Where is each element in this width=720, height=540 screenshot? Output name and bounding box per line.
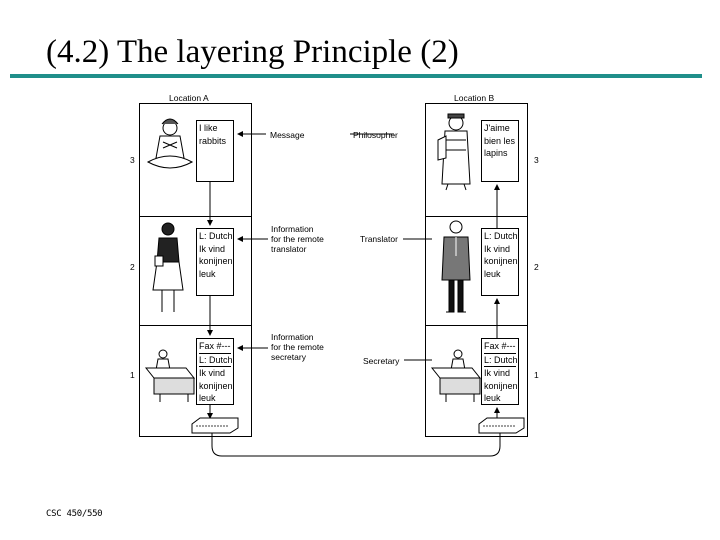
philosopher-icon-b xyxy=(437,113,471,191)
fax-header: Fax #--- xyxy=(199,340,231,354)
box-line: Ik vind xyxy=(199,243,226,254)
box-line: lapins xyxy=(484,148,508,158)
title-underline xyxy=(10,74,702,78)
info-for-secretary-label: Information for the remote secretary xyxy=(271,332,324,362)
label-line: secretary xyxy=(271,352,306,362)
message-box-b-layer3: J'aime bien les lapins xyxy=(481,120,519,182)
secretary-label: Secretary xyxy=(363,356,400,366)
box-line: leuk xyxy=(484,268,501,279)
philosopher-label: Philosopher xyxy=(353,130,398,140)
box-line: L: Dutch xyxy=(199,231,233,241)
info-for-translator-label: Information for the remote translator xyxy=(271,224,324,254)
message-box-a-layer1: Fax #--- L: Dutch Ik vind konijnen leuk xyxy=(196,338,234,405)
translator-icon-a xyxy=(152,222,184,312)
message-box-a-layer2: L: Dutch Ik vind konijnen leuk xyxy=(196,228,234,296)
box-line: leuk xyxy=(484,393,501,403)
layer-number-a-3: 3 xyxy=(130,155,135,165)
box-line: konijnen xyxy=(484,380,518,391)
layer-number-b-1: 1 xyxy=(534,370,539,380)
layer-number-a-1: 1 xyxy=(130,370,135,380)
box-line: Ik vind xyxy=(484,243,511,254)
language-header: L: Dutch xyxy=(484,354,518,367)
layer-number-b-2: 2 xyxy=(534,262,539,272)
box-line: J'aime xyxy=(484,123,510,133)
box-line: leuk xyxy=(199,268,216,279)
fax-header: Fax #--- xyxy=(484,340,516,354)
label-line: for the remote xyxy=(271,234,324,244)
physical-wire xyxy=(211,432,501,457)
message-box-b-layer1: Fax #--- L: Dutch Ik vind konijnen leuk xyxy=(481,338,519,405)
language-header: L: Dutch xyxy=(199,354,233,367)
location-a-label: Location A xyxy=(169,93,209,103)
layer-divider-a-2-1 xyxy=(139,325,251,326)
label-line: for the remote xyxy=(271,342,324,352)
layer-divider-b-3-2 xyxy=(425,216,527,217)
translator-label: Translator xyxy=(360,234,398,244)
layer-number-b-3: 3 xyxy=(534,155,539,165)
secretary-icon-a xyxy=(144,349,196,402)
label-line: translator xyxy=(271,244,307,254)
course-footer: CSC 450/550 xyxy=(46,509,103,519)
box-line: konijnen xyxy=(199,380,233,391)
translator-icon-b xyxy=(441,220,471,313)
slide-title: (4.2) The layering Principle (2) xyxy=(46,34,459,70)
secretary-icon-b xyxy=(430,349,482,402)
fax-machine-icon-a xyxy=(191,417,239,434)
fax-machine-icon-b xyxy=(478,417,525,434)
box-line: I like xyxy=(199,123,218,133)
box-line: rabbits xyxy=(199,135,227,146)
label-line: Information xyxy=(271,332,314,342)
layer-divider-b-2-1 xyxy=(425,325,527,326)
layer-number-a-2: 2 xyxy=(130,262,135,272)
box-line: bien les xyxy=(484,135,516,146)
box-line: konijnen xyxy=(484,256,518,266)
message-box-b-layer2: L: Dutch Ik vind konijnen leuk xyxy=(481,228,519,296)
message-label: Message xyxy=(270,130,305,140)
label-line: Information xyxy=(271,224,314,234)
box-line: L: Dutch xyxy=(484,231,518,241)
layer-divider-a-3-2 xyxy=(139,216,251,217)
box-line: konijnen xyxy=(199,256,233,266)
message-box-a-layer3: I like rabbits xyxy=(196,120,234,182)
box-line: leuk xyxy=(199,393,216,403)
location-b-label: Location B xyxy=(454,93,495,103)
box-line: Ik vind xyxy=(199,368,226,378)
box-line: Ik vind xyxy=(484,368,511,378)
philosopher-icon-a xyxy=(146,118,194,169)
